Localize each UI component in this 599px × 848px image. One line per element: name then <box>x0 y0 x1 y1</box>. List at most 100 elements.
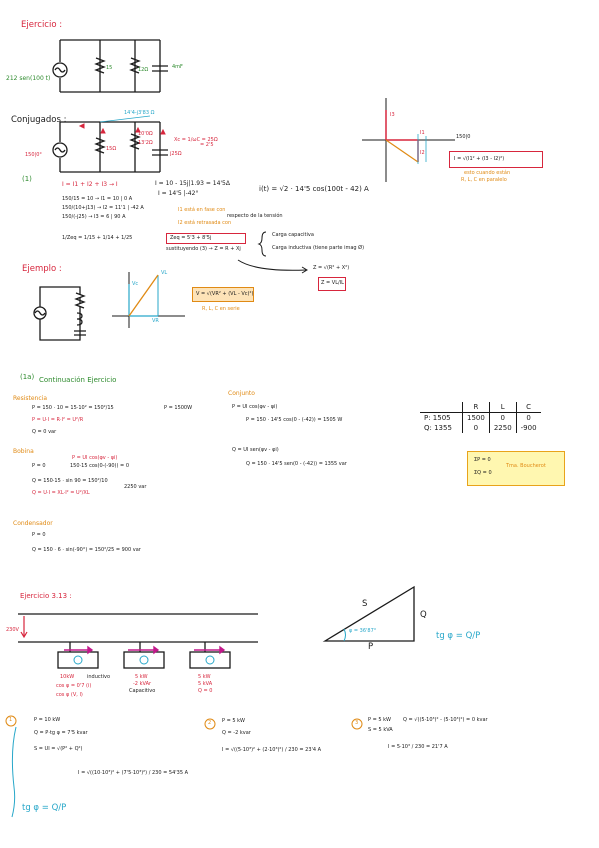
load1-power: 10kW <box>60 674 75 680</box>
load1-type: inductivo <box>87 674 111 680</box>
num-3: 3 <box>355 720 359 726</box>
number-circles <box>5 715 363 818</box>
power-triangle <box>322 585 415 642</box>
table-row: P: 1505 1500 0 0 <box>420 412 541 423</box>
cell: 0 <box>488 412 517 423</box>
r-p2: P = U·I = R·I² = U²/R <box>32 417 84 423</box>
title-conjugados: Conjugados : <box>11 115 67 125</box>
th-r: R <box>462 402 490 413</box>
th-c: C <box>515 402 541 413</box>
c-label: 4mF <box>172 64 183 70</box>
eq-zeq: 1/Zeq = 1/15 + 1/14 + 1/25 <box>62 235 133 241</box>
heading-bobina: Bobina <box>13 448 34 455</box>
cell: 0 <box>515 412 541 423</box>
phasor-i3: I3 <box>390 112 395 118</box>
carga-2: Carga inductiva (tiene parte imag Ø) <box>272 245 365 251</box>
heading-resistencia: Resistencia <box>13 395 47 402</box>
phasor-vr: VR <box>152 318 159 324</box>
b-p: P = 0 <box>32 463 46 469</box>
th-l: L <box>488 402 517 413</box>
b-p3: 150·15 cos(0-(-90)) = 0 <box>70 463 130 469</box>
phasor-diagram-2 <box>112 272 185 328</box>
load1-cos: cos φ = 0'7 (i) <box>56 683 92 689</box>
ejemplo-formula-box: V = √(VR² + (VL - Vc)²) <box>192 287 254 302</box>
z-formula-box: Z = VL/IL <box>318 277 346 291</box>
row-i1: 150/15 = 10 → I1 = 10 | 0 A <box>62 196 133 202</box>
s1-p: P = 10 kW <box>34 717 61 723</box>
s1-s: S = UI = √(P² + Q²) <box>34 746 83 752</box>
title-ejemplo: Ejemplo : <box>22 264 62 274</box>
cell: -900 <box>515 423 541 433</box>
z-label: 12Ω <box>138 67 149 73</box>
phasor-vc: Vc <box>132 281 139 287</box>
j-p2: P = 150 · 14'5 cos(0 - (-42)) = 1505 W <box>246 417 343 423</box>
boucherot-box: ΣP = 0 ΣQ = 0 Tma. Boucherot <box>467 451 565 486</box>
eq-xc2: = 2'5 <box>200 142 214 148</box>
tri-p: P <box>368 642 374 652</box>
zeq-box: Zeq = 5'3 + 8'5j <box>166 233 246 244</box>
b-p2: P = UI cos(φv - φi) <box>72 455 118 461</box>
note-3: respecto de la tensión <box>227 213 283 219</box>
load2-p: 5 kW <box>135 674 148 680</box>
title-ejercicio: Ejercicio : <box>21 20 63 30</box>
cell: 2250 <box>488 423 517 433</box>
eq-xc: Xc = 1/ωC = 25Ω <box>174 137 218 143</box>
num-1: 1 <box>9 717 13 723</box>
z-formula-box-text: Z = VL/IL <box>321 280 344 286</box>
title-continuacion: Continuación Ejercicio <box>39 376 117 384</box>
tri-q: Q <box>420 610 427 620</box>
arrow-to-formula <box>237 259 308 274</box>
phasor-note-2: R, L, C en paralelo <box>461 177 507 183</box>
s1-q: Q = P·tg φ = 7'5 kvar <box>34 730 88 736</box>
load3-p: 5 kW <box>198 674 211 680</box>
j-q2: Q = 150 · 14'5 sen(0 - (-42)) = 1355 var <box>246 461 347 467</box>
phasor-formula-box: I = √(I1² + (I3 - I2)²) <box>449 151 543 168</box>
table-header-row: R L C <box>420 402 541 413</box>
b-q1: Q = 150·15 · sin 90 = 150²/10 <box>32 478 108 484</box>
tg-formula-1: tg φ = Q/P <box>436 631 481 641</box>
note-2: I2 está retrasada con <box>178 220 232 226</box>
carga-1: Carga capacitiva <box>272 232 314 238</box>
s3-i: I = 5·10³ / 230 = 21'7 A <box>388 744 448 750</box>
distribution-line <box>18 613 258 669</box>
c-q: Q = 150 · 6 · sin(-90°) = 150²/25 = 900 … <box>32 547 141 553</box>
x-label: j25Ω <box>170 151 182 157</box>
zeq-box-text: Zeq = 5'3 + 8'5j <box>170 235 212 241</box>
load3-q: Q = 0 <box>198 688 213 694</box>
th-empty <box>420 402 463 413</box>
cell: Q: 1355 <box>424 424 452 432</box>
table-row: Q: 1355 0 2250 -900 <box>420 423 541 433</box>
parallel-circuit-1 <box>52 39 168 93</box>
s3-s: S = 5 kVA <box>368 727 393 733</box>
tg-formula-2: tg φ = Q/P <box>22 803 67 813</box>
s2-p: P = 5 kW <box>222 718 245 724</box>
s2-i: I = √((5·10³)² + (2·10³)²) / 230 = 23'4 … <box>222 747 322 753</box>
r-label: 15 <box>106 65 113 71</box>
r3-label: 13'2Ω <box>138 140 153 146</box>
row-i2: 150/(10+j13) → I2 = 11'1 | -42 A <box>62 205 144 211</box>
eq-i3: I = 14'5 |-42° <box>158 190 199 197</box>
ejemplo-note: R, L, C en serie <box>202 306 240 312</box>
brace-1 <box>257 231 267 257</box>
phasor-v-label: 150|0 <box>456 134 471 140</box>
r1-label: 15Ω <box>106 146 117 152</box>
phasor-vl: VL <box>161 270 168 276</box>
load1-cos2: cos φ (V, I) <box>56 692 83 698</box>
current-top-label: 14'4-j3'83 Ω <box>124 110 155 116</box>
sust-label: sustituyendo (3) → Z = R + Xj <box>166 246 241 252</box>
phasor-i2: I2 <box>420 150 425 156</box>
title-ej313: Ejercicio 3.13 : <box>20 592 72 600</box>
s1-i: I = √((10·10³)² + (7'5·10³)²) / 230 = 54… <box>78 770 189 776</box>
z-formula-mag: Z = √(R² + X²) <box>313 265 350 271</box>
cell: 1500 <box>462 412 490 423</box>
r-pval: P = 1500W <box>164 405 193 411</box>
eq-i2: I = 10 - 15j|1.93 = 14'5Δ <box>155 180 230 187</box>
volt-label: 230V <box>6 627 19 633</box>
load2-type: Capacitivo <box>129 688 156 694</box>
s3-p: P = 5 kW <box>368 717 391 723</box>
step-badge-2: (1a) <box>20 373 35 381</box>
phasor-diagram-1 <box>362 98 455 182</box>
cell: P: 1505 <box>424 414 451 422</box>
heading-conjunto: Conjunto <box>228 390 255 397</box>
cell: 0 <box>462 423 490 433</box>
